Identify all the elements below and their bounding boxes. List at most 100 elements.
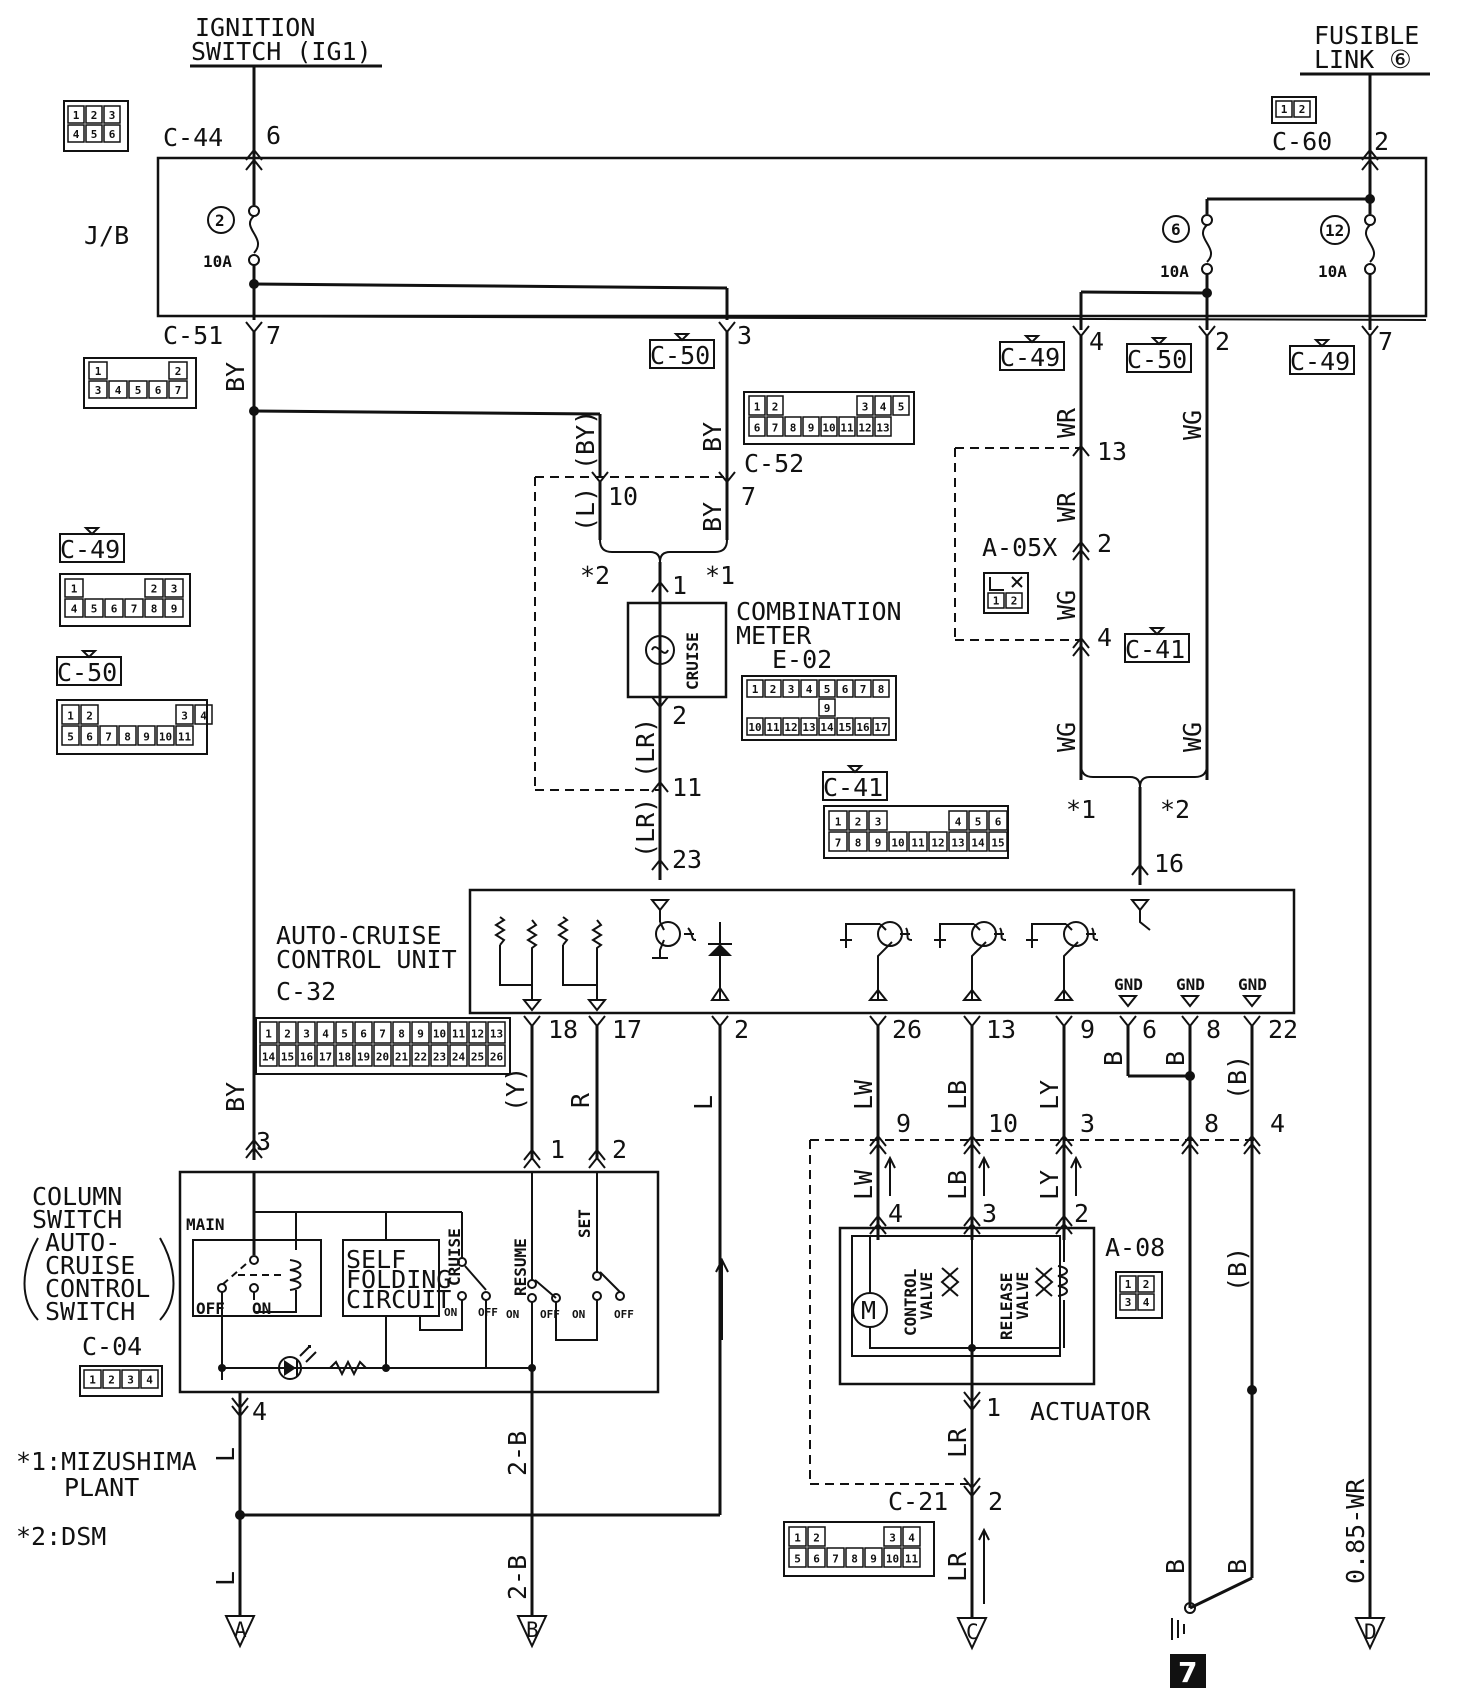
connector-cavity <box>854 679 872 698</box>
connector-cavity <box>1119 1293 1137 1311</box>
connector-cavity <box>297 1044 316 1067</box>
connector-label-c41-legend: C-41 <box>823 773 883 802</box>
connector-cavity-number: 4 <box>71 603 78 616</box>
connector-cavity <box>449 1044 468 1067</box>
main-on-label: ON <box>252 1299 271 1318</box>
connector-cavity <box>902 1547 921 1568</box>
note-mark-star1-meter: *1 <box>705 561 735 590</box>
connector-cavity <box>748 416 766 437</box>
connector-label-c41-right: C-41 <box>1125 635 1185 664</box>
connector-cavity <box>802 416 820 437</box>
connector-cavity-number: 5 <box>67 730 74 743</box>
connector-cavity-number: 4 <box>955 815 962 828</box>
connector-cavity-number: 8 <box>855 836 862 849</box>
wire-lb-1: LB <box>943 1080 972 1110</box>
connector-cavity <box>194 704 213 725</box>
connector-cavity-number: 10 <box>748 721 761 734</box>
combination-meter-box <box>626 601 728 699</box>
fuse-2-number: 2 <box>215 211 225 230</box>
column-switch-box <box>178 1170 660 1394</box>
connector-cavity-number: 3 <box>862 400 869 413</box>
connector-cavity-number: 8 <box>878 683 885 696</box>
connector-cavity <box>868 831 888 852</box>
pin-c60-2: 2 <box>1374 127 1389 156</box>
connector-cavity-number: 7 <box>131 603 138 616</box>
indicator-led-icon <box>278 1345 317 1380</box>
wire-by-3: BY <box>698 502 727 532</box>
connector-cavity <box>766 416 784 437</box>
lamp-driver-transistor <box>649 899 697 959</box>
wire-ly-1: LY <box>1035 1080 1064 1110</box>
connector-cavity-number: 17 <box>319 1051 332 1064</box>
connector-cavity-number: 11 <box>911 836 925 849</box>
wire-lw-2: LW <box>849 1169 878 1200</box>
pin-c04-1: 1 <box>550 1135 565 1164</box>
connector-c50-top-left: C-50 <box>649 333 715 370</box>
auto-cruise-label-2: CONTROL UNIT <box>276 945 457 974</box>
terminal-c-label: C <box>966 1620 979 1644</box>
connector-cavity <box>430 1044 449 1067</box>
connector-cavity-number: 2 <box>86 709 93 722</box>
fuse-2-rating: 10A <box>203 252 232 271</box>
wire-lr-paren-2: (LR) <box>631 798 660 858</box>
gnd-label-2: GND <box>1176 975 1205 994</box>
connector-cavity-number: 5 <box>898 400 905 413</box>
connector-cavity <box>800 679 818 698</box>
connector-cavity <box>487 1021 506 1044</box>
connector-cavity-number: 3 <box>95 384 102 397</box>
connector-cavity <box>449 1021 468 1044</box>
connector-cavity-number: 3 <box>181 709 188 722</box>
wire-by-2: BY <box>698 422 727 452</box>
connector-cavity <box>764 717 782 736</box>
terminal-b-label: B <box>526 1618 539 1642</box>
pin-c44-6: 6 <box>266 121 281 150</box>
wire-lr-2: LR <box>943 1551 972 1582</box>
connector-cavity-number: 10 <box>886 1552 899 1565</box>
connector-cavity <box>746 717 764 736</box>
pin-c04-3: 3 <box>256 1127 271 1156</box>
connector-cavity-number: 26 <box>490 1051 504 1064</box>
wire-wg-3: WG <box>1052 722 1081 752</box>
connector-cavity-number: 3 <box>109 109 116 122</box>
connector-cavity <box>848 831 868 852</box>
connector-cavity-number: 2 <box>175 365 182 378</box>
motor-label: M <box>861 1296 876 1325</box>
self-folding-label-2: FOLDING <box>346 1265 451 1294</box>
connector-cavity-number: 17 <box>874 721 887 734</box>
led-resistor-icon <box>329 1359 367 1377</box>
wire-ly-2: LY <box>1035 1170 1064 1200</box>
connector-cavity <box>335 1044 354 1067</box>
connector-label-a05x: A-05X <box>982 533 1057 562</box>
connector-cavity <box>144 598 164 618</box>
connector-label-c04: C-04 <box>82 1332 142 1361</box>
connector-cavity-number: 16 <box>856 721 870 734</box>
connector-cavity-number: 1 <box>993 595 1000 608</box>
ground-icon <box>1171 1618 1185 1640</box>
wire-lr-1: LR <box>943 1427 972 1458</box>
pin-e02-2: 2 <box>672 701 687 730</box>
connector-cavity-number: 14 <box>971 836 985 849</box>
pin-c32-22: 22 <box>1268 1015 1298 1044</box>
connector-cavity <box>468 1021 487 1044</box>
pin-c32-6: 6 <box>1142 1015 1157 1044</box>
connector-label-c32: C-32 <box>276 977 336 1006</box>
connector-cavity-number: 9 <box>143 730 150 743</box>
connector-cavity <box>872 679 890 698</box>
connector-c49-top-b: C-49 <box>1289 339 1355 376</box>
connector-cavity-number: 2 <box>1299 103 1306 116</box>
pin-actuator-1: 1 <box>986 1393 1001 1422</box>
self-folding-label-3: CIRCUIT <box>346 1285 451 1314</box>
connector-cavity-number: 25 <box>471 1051 484 1064</box>
connector-cavity <box>297 1021 316 1044</box>
connector-cavity <box>807 1547 826 1568</box>
connector-cavity <box>411 1044 430 1067</box>
wire-wg-1: WG <box>1178 410 1207 440</box>
connector-cavity-number: 1 <box>835 815 842 828</box>
pin-c41-11: 11 <box>672 773 702 802</box>
release-valve-label-2: VALVE <box>1013 1272 1032 1320</box>
connector-cavity-number: 2 <box>108 1374 115 1387</box>
